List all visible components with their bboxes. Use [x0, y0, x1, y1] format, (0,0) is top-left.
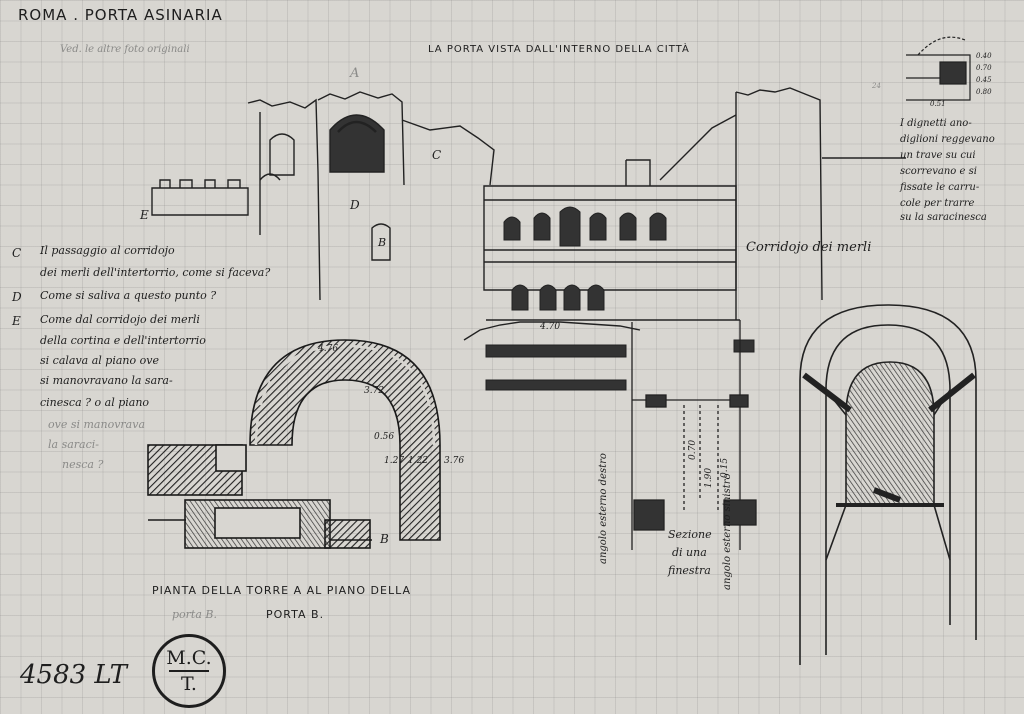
- plan-dim-5: 1.27: [384, 456, 405, 466]
- stamp-line-1: M.C.: [166, 647, 212, 669]
- note-e-line-4: si manovravano la sara-: [40, 374, 173, 387]
- note-e-line-3: si calava al piano ove: [40, 354, 159, 367]
- section-dim-2: 1.90: [704, 467, 714, 488]
- stamp-line-2: T.: [181, 673, 197, 695]
- archive-stamp: M.C. T.: [152, 634, 226, 708]
- note-c-line-2: dei merli dell'intertorrio, come si face…: [40, 266, 271, 279]
- detail-dim-5: 0.80: [976, 88, 992, 96]
- label-e: E: [140, 208, 149, 222]
- section-dim-1: 0.70: [688, 439, 698, 460]
- top-right-detail: [906, 36, 971, 101]
- plan-dim-3: 0.56: [374, 432, 395, 442]
- elevation-dim: 4.70: [540, 322, 561, 332]
- section-caption-line-3: finestra: [668, 564, 711, 577]
- right-note-line-2: diglioni reggevano: [900, 134, 995, 145]
- right-note-line-7: su la saracinesca: [900, 212, 987, 223]
- right-note-line-5: fissate le carru-: [900, 182, 980, 193]
- section-caption-line-1: Sezione: [668, 528, 712, 541]
- note-c-line-1: Il passaggio al corridojo: [40, 244, 175, 257]
- note-e-line-1: Come dal corridojo dei merli: [40, 313, 200, 326]
- label-b-elevation: B: [378, 236, 387, 249]
- note-d-line-1: Come si saliva a questo punto ?: [40, 289, 217, 302]
- note-c-letter: C: [12, 246, 22, 260]
- right-note-line-3: un trave su cui: [900, 150, 976, 161]
- right-note-line-1: I dignetti ano-: [900, 118, 972, 129]
- plan-dim-6: 3.76: [444, 456, 465, 466]
- detail-dim-4: 0.51: [930, 100, 946, 108]
- section-left-label: angolo esterno destro: [598, 453, 609, 564]
- section-caption-line-2: di una: [672, 546, 707, 559]
- sheet-title: ROMA . PORTA ASINARIA: [18, 6, 223, 24]
- section-dim-3: 0.15: [720, 457, 730, 478]
- label-d: D: [350, 198, 360, 212]
- note-e-letter: E: [12, 314, 21, 328]
- inventory-number: 4583 LT: [20, 660, 127, 690]
- right-note-line-6: cole per trarre: [900, 198, 975, 209]
- window-section: [631, 320, 757, 550]
- elevation-windows: [485, 206, 755, 391]
- detail-dim-3: 0.45: [976, 76, 992, 84]
- plan-caption-line-1: PIANTA DELLA TORRE A AL PIANO DELLA: [152, 584, 411, 597]
- plan-dim-2: 3.72: [364, 386, 385, 396]
- stamp-divider: [168, 670, 210, 672]
- plan-label-b: B: [380, 532, 389, 546]
- corridor-label: Corridojo dei merli: [746, 240, 872, 255]
- plan-dim-1: 4.76: [318, 344, 339, 354]
- floor-plan: [147, 339, 441, 549]
- note-e-line-5: cinesca ? o al piano: [40, 396, 150, 409]
- label-a-elevation: A: [350, 66, 360, 81]
- note-e-line-2: della cortina e dell'intertorrio: [40, 334, 206, 347]
- plan-caption-faint: porta B.: [172, 608, 217, 621]
- plan-dim-4: 1.22: [408, 456, 429, 466]
- gate-perspective: [799, 304, 977, 665]
- detail-dim-6: 24: [872, 82, 881, 90]
- note-e-line-6: ove si manovrava: [48, 418, 146, 431]
- detail-dim-2: 0.70: [976, 64, 992, 72]
- section-right-label: angolo esterno sinistro: [722, 473, 733, 590]
- view-caption: LA PORTA VISTA DALL'INTERNO DELLA CITTÀ: [428, 44, 690, 55]
- note-d-letter: D: [12, 290, 22, 304]
- label-c: C: [432, 148, 442, 162]
- note-e-line-8: nesca ?: [62, 458, 104, 471]
- elevation-view: [151, 87, 906, 341]
- right-note-line-4: scorrevano e si: [900, 166, 977, 177]
- faded-note: Ved. le altre foto originali: [60, 44, 190, 55]
- plan-caption-line-2: PORTA B.: [266, 608, 325, 621]
- note-e-line-7: la saraci-: [48, 438, 99, 451]
- detail-dim-1: 0.40: [976, 52, 992, 60]
